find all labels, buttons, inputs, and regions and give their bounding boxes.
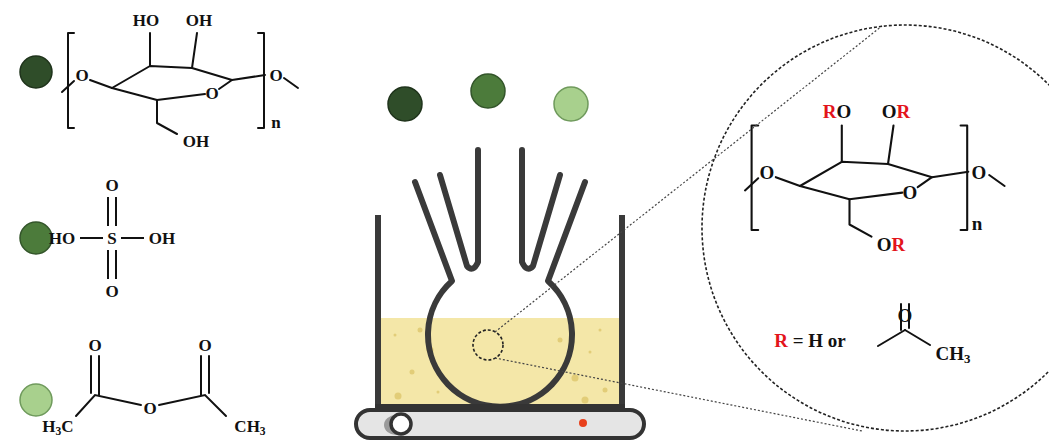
atom-label: O	[88, 337, 101, 354]
bubble	[589, 351, 592, 354]
cellulose-acetate-structure	[745, 126, 1005, 237]
anhydride-dot	[20, 384, 52, 416]
hot-plate	[356, 410, 644, 438]
bubble	[394, 334, 397, 337]
atom-label: H3C	[42, 418, 73, 435]
atom-label: O	[105, 177, 118, 194]
atom-label: n	[972, 214, 983, 233]
atom-label: O	[972, 163, 987, 182]
zoom-spot	[473, 330, 503, 360]
atom-label: RO	[823, 102, 852, 121]
atom-label: O	[760, 163, 775, 182]
indicator-light	[579, 419, 587, 427]
atom-label: HO	[133, 12, 159, 29]
anhydride-structure	[76, 356, 226, 416]
atom-label: O	[898, 306, 913, 325]
atom-label: HO	[49, 230, 75, 247]
bubble	[410, 370, 415, 375]
atom-label: O	[105, 283, 118, 300]
atom-label: R = H or	[774, 331, 846, 350]
zoom-circle: RO OR O O O OR n R = H or O CH3	[700, 23, 1049, 433]
atom-label: OR	[882, 102, 911, 121]
anhydride-dot	[554, 87, 588, 121]
atom-label: O	[75, 67, 88, 84]
atom-label: OR	[877, 235, 906, 254]
zoom-lines	[495, 26, 882, 431]
acetyl-structure	[878, 304, 930, 346]
bubble	[603, 388, 608, 393]
atom-label: O	[903, 183, 918, 202]
bath-liquid	[381, 318, 619, 406]
acid-structure	[80, 197, 144, 279]
bubble	[582, 397, 589, 404]
bubble	[599, 329, 602, 332]
atom-label: OH	[149, 230, 175, 247]
three-neck-flask	[415, 150, 585, 407]
atom-label: CH3	[936, 344, 971, 363]
atom-label: O	[143, 400, 156, 417]
cellulose-dot	[20, 56, 52, 88]
atom-label: OH	[186, 12, 212, 29]
bubble	[558, 338, 563, 343]
bubble	[572, 375, 579, 382]
bubble	[418, 328, 423, 333]
cellulose-structure	[62, 33, 298, 134]
bath-vessel	[378, 215, 622, 408]
acid-dot	[20, 222, 52, 254]
zoom-outline	[700, 23, 1049, 433]
atom-label: S	[107, 230, 116, 247]
hot-plate-knob	[391, 414, 411, 434]
bubble	[437, 391, 440, 394]
atom-label: CH3	[234, 418, 265, 435]
atom-label: O	[198, 337, 211, 354]
zoom-outline	[702, 25, 1049, 431]
atom-label: OH	[183, 133, 209, 150]
atom-label: O	[269, 67, 282, 84]
acid-dot	[471, 74, 505, 108]
atom-label: O	[205, 85, 218, 102]
cellulose-dot	[388, 87, 422, 121]
atom-label: n	[271, 114, 280, 131]
bubble	[395, 393, 402, 400]
